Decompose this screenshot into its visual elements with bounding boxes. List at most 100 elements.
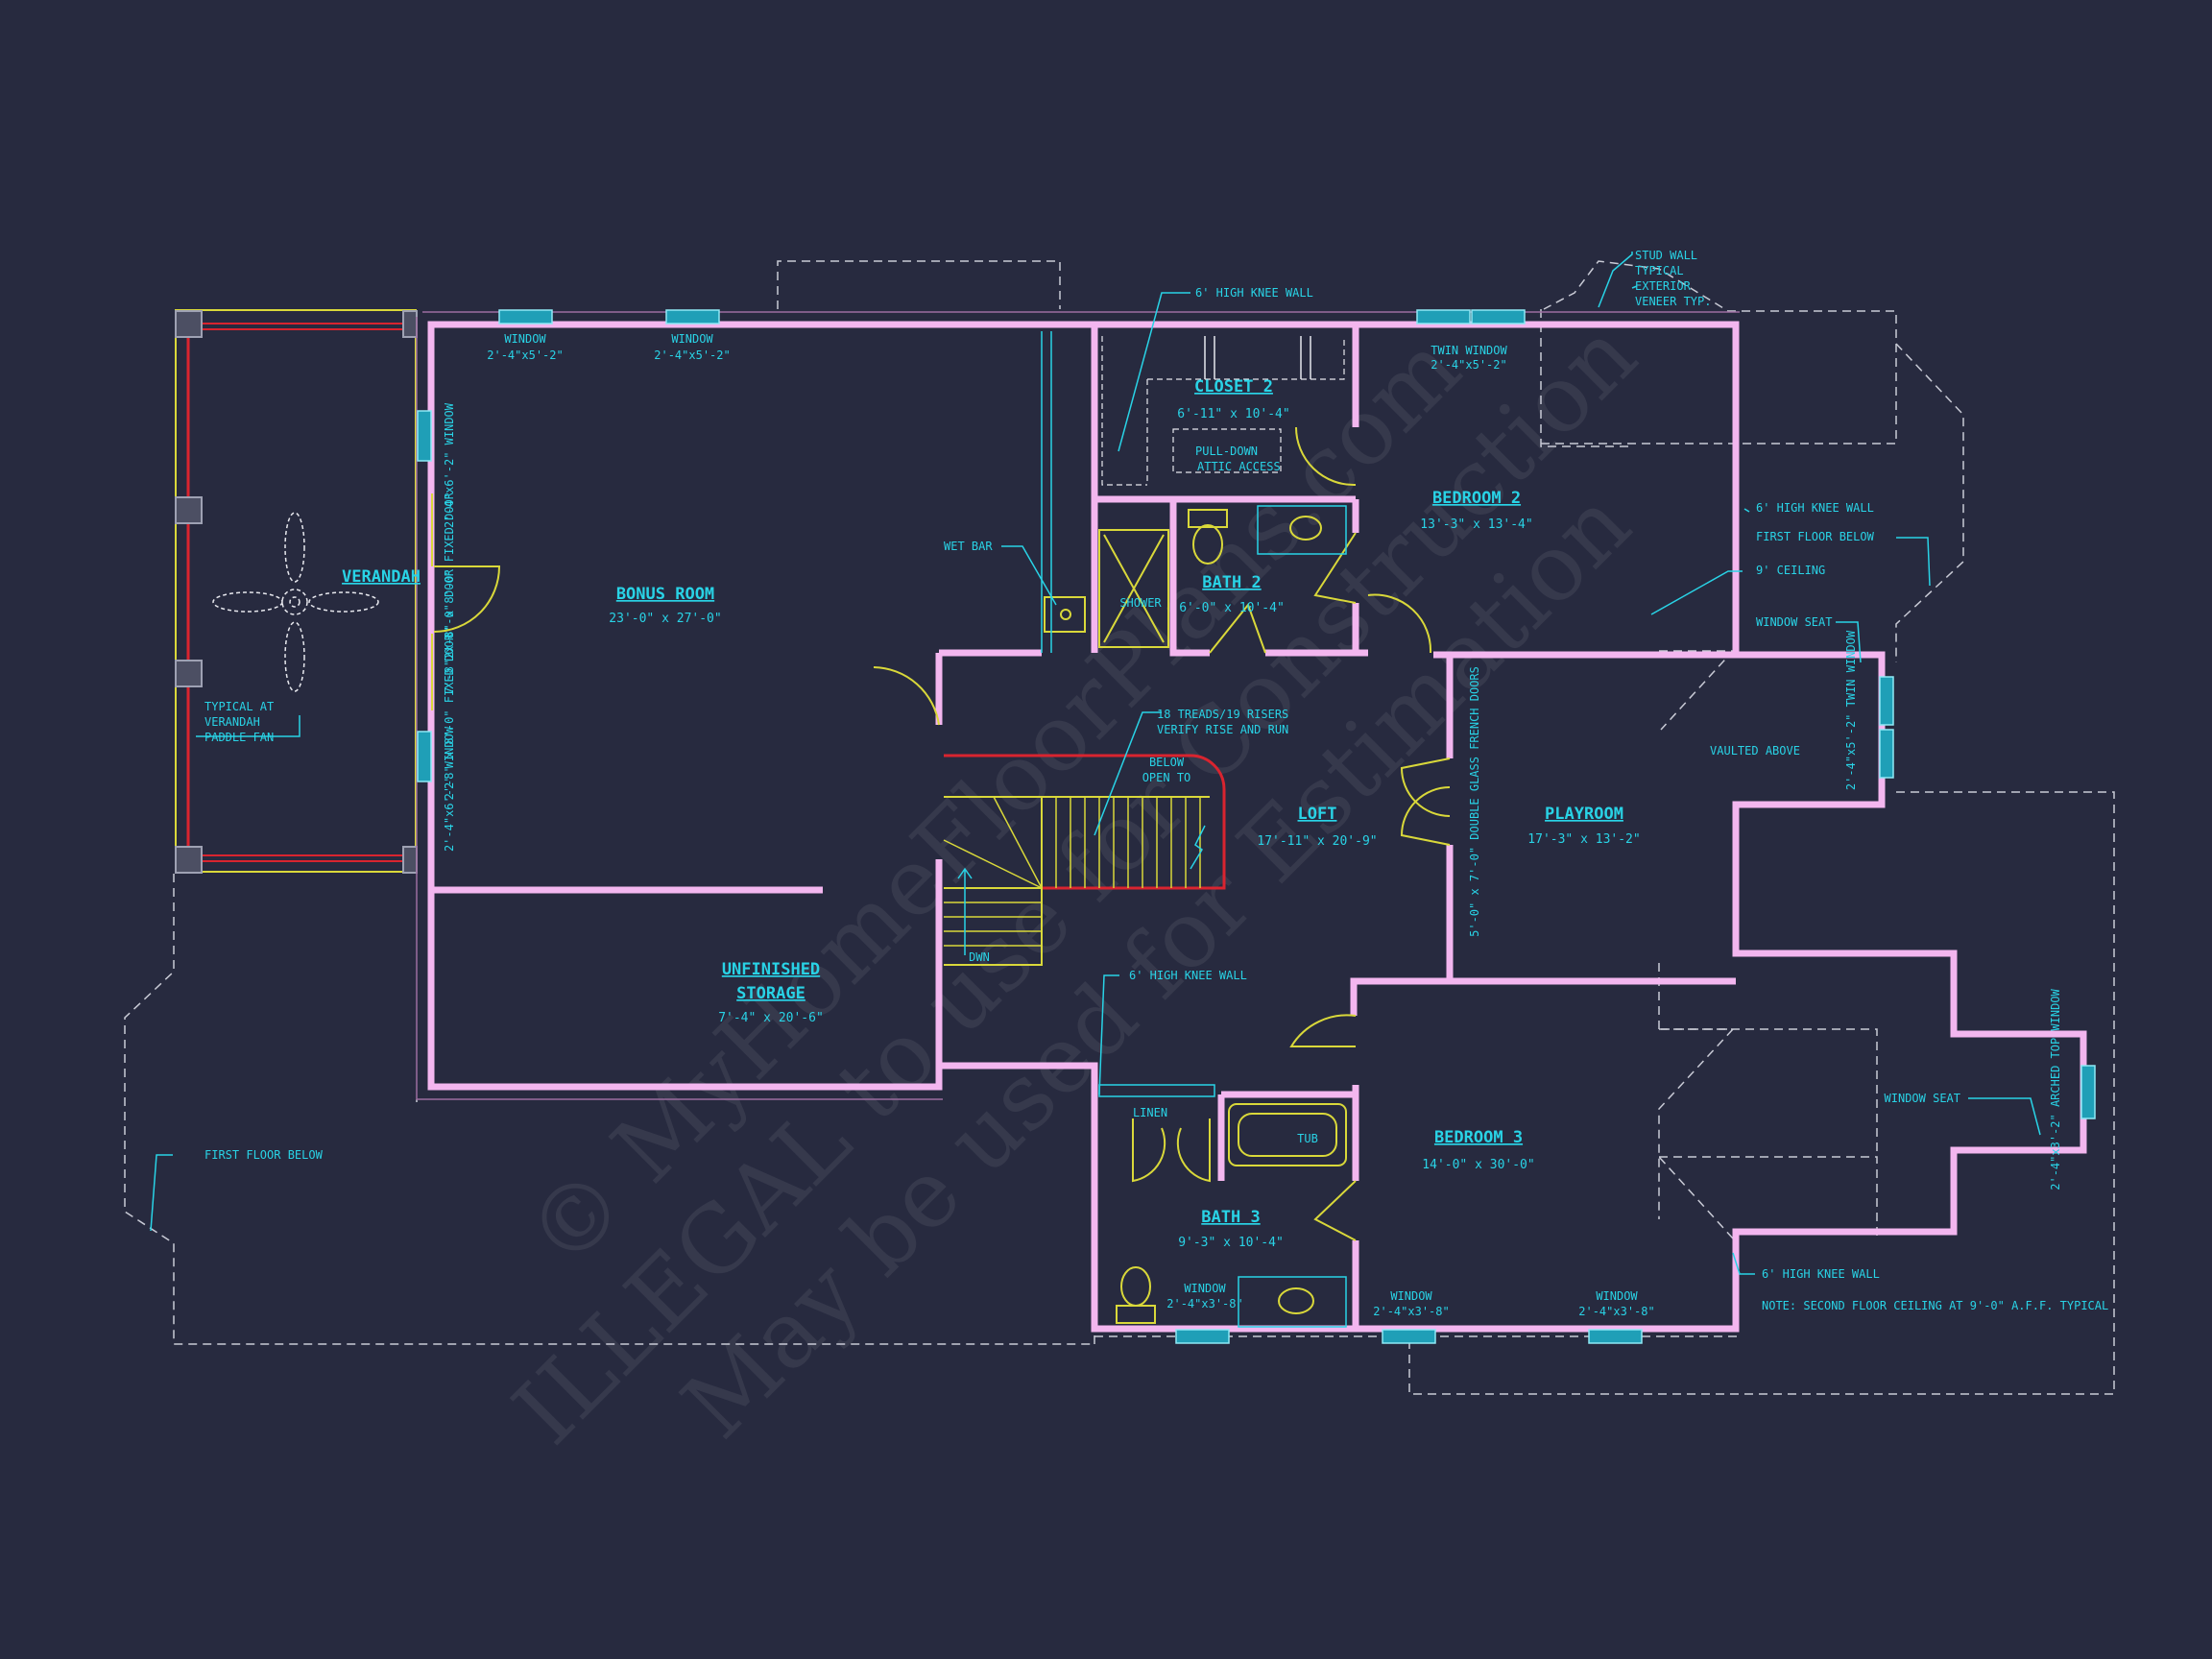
room-name-bedroom-2: BEDROOM 2 bbox=[1432, 489, 1521, 508]
note-knee-wall: 6' HIGH KNEE WALL bbox=[1762, 1267, 1880, 1281]
note-attic-access: ATTIC ACCESS bbox=[1197, 460, 1281, 473]
window-size: 2'-4"x5'-2" bbox=[654, 349, 730, 362]
watermark: © MyHomeFloorPlans.com ILLEGAL to use fo… bbox=[493, 301, 1657, 1465]
note-stud-wall: EXTERIOR bbox=[1635, 279, 1692, 293]
note-stair-treads: VERIFY RISE AND RUN bbox=[1157, 723, 1288, 736]
paddle-fan-icon bbox=[212, 512, 379, 692]
room-dims-bath-2: 6'-0" x 10'-4" bbox=[1179, 601, 1285, 615]
note-shower: SHOWER bbox=[1119, 596, 1162, 610]
window-mark bbox=[2080, 1065, 2096, 1119]
note-stud-wall: STUD WALL bbox=[1635, 249, 1697, 262]
window-label: WINDOW bbox=[1596, 1289, 1638, 1303]
window-label: TWIN WINDOW bbox=[1431, 344, 1507, 357]
window-label: WINDOW bbox=[1184, 1282, 1226, 1295]
window-label: WINDOW bbox=[504, 332, 546, 346]
verandah-post bbox=[175, 660, 203, 687]
room-dims-closet-2: 6'-11" x 10'-4" bbox=[1177, 407, 1289, 421]
room-name-closet-2: CLOSET 2 bbox=[1194, 377, 1273, 397]
window-label-vertical: 2'-4"x6'-2" WINDOW bbox=[443, 726, 456, 852]
verandah-doors bbox=[431, 493, 501, 710]
window-size: 2'-4"x3'-8" bbox=[1166, 1297, 1242, 1310]
note-open-below: BELOW bbox=[1149, 756, 1185, 769]
window-label-vertical: 2'-4"x3'-2" ARCHED TOP WINDOW bbox=[2049, 988, 2062, 1190]
room-name-verandah: VERANDAH bbox=[342, 567, 421, 587]
leader-lines bbox=[150, 252, 2041, 1275]
fixtures bbox=[1044, 336, 1347, 1328]
note-knee-wall: 6' HIGH KNEE WALL bbox=[1756, 501, 1874, 515]
window-mark bbox=[1416, 309, 1471, 325]
room-dims-loft: 17'-11" x 20'-9" bbox=[1257, 834, 1377, 849]
sink-icon bbox=[1278, 1287, 1314, 1314]
note-first-floor: FIRST FLOOR BELOW bbox=[1756, 530, 1875, 543]
window-size: 2'-4"x5'-2" bbox=[487, 349, 563, 362]
note-stud-wall: TYPICAL bbox=[1635, 264, 1684, 277]
note-tub: TUB bbox=[1297, 1132, 1318, 1145]
window-label-vertical: 2'-8" x 8'-0" FIXED DOOR bbox=[443, 492, 456, 659]
window-size: 2'-4"x3'-8" bbox=[1373, 1305, 1449, 1318]
window-mark bbox=[1588, 1329, 1643, 1344]
verandah-post bbox=[175, 496, 203, 524]
door-swings bbox=[873, 426, 1451, 1241]
verandah bbox=[175, 309, 418, 874]
window-label: WINDOW bbox=[671, 332, 713, 346]
window-labels: WINDOW 2'-4"x5'-2" WINDOW 2'-4"x5'-2" TW… bbox=[443, 332, 2062, 1318]
window-mark bbox=[1471, 309, 1526, 325]
window-label: WINDOW bbox=[1390, 1289, 1432, 1303]
room-dims-storage: 7'-4" x 20'-6" bbox=[718, 1011, 824, 1025]
note-knee-wall: 6' HIGH KNEE WALL bbox=[1129, 969, 1247, 982]
verandah-post bbox=[175, 310, 203, 338]
room-dims-bedroom-2: 13'-3" x 13'-4" bbox=[1420, 517, 1532, 532]
room-name-loft: LOFT bbox=[1298, 805, 1337, 824]
window-mark bbox=[417, 410, 432, 462]
toilet-icon bbox=[1116, 1305, 1156, 1324]
interior-walls bbox=[431, 325, 1736, 1329]
room-dims-bedroom-3: 14'-0" x 30'-0" bbox=[1422, 1158, 1534, 1172]
door-label-vertical: 7'-8" x 8'-0" DOOR bbox=[443, 568, 456, 694]
verandah-post bbox=[175, 846, 203, 874]
notes: 6' HIGH KNEE WALL STUD WALL TYPICAL EXTE… bbox=[204, 249, 2108, 1312]
verandah-post bbox=[402, 310, 418, 338]
wet-bar-sink-icon bbox=[1044, 596, 1086, 633]
room-name-playroom: PLAYROOM bbox=[1545, 805, 1623, 824]
room-name-bath-2: BATH 2 bbox=[1202, 573, 1261, 592]
window-label-vertical: 2'-4"x5'-2" TWIN WINDOW bbox=[1844, 630, 1858, 790]
note-ceiling-height: NOTE: SECOND FLOOR CEILING AT 9'-0" A.F.… bbox=[1762, 1299, 2108, 1312]
note-stud-wall: VENEER TYP. bbox=[1635, 295, 1711, 308]
window-mark bbox=[1879, 729, 1894, 779]
window-size: 2'-4"x3'-8" bbox=[1578, 1305, 1654, 1318]
note-paddle-fan: PADDLE FAN bbox=[204, 731, 274, 744]
room-labels: BONUS ROOM 23'-0" x 27'-0" UNFINISHED ST… bbox=[342, 377, 1641, 1250]
note-ceiling: 9' CEILING bbox=[1756, 564, 1825, 577]
window-mark bbox=[498, 309, 553, 325]
window-marks bbox=[417, 309, 2096, 1344]
note-vaulted: VAULTED ABOVE bbox=[1710, 744, 1800, 757]
window-label-vertical: 2'-4"x6'-2" WINDOW bbox=[443, 402, 456, 528]
note-linen: LINEN bbox=[1133, 1106, 1167, 1119]
note-stair-down: DWN bbox=[969, 950, 990, 964]
window-mark bbox=[1382, 1329, 1436, 1344]
note-open-below: OPEN TO bbox=[1142, 771, 1191, 784]
note-window-seat: WINDOW SEAT bbox=[1885, 1092, 1960, 1105]
room-name-bath-3: BATH 3 bbox=[1201, 1208, 1260, 1227]
door-label-vertical: 5'-0" x 7'-0" DOUBLE GLASS FRENCH DOORS bbox=[1468, 666, 1481, 937]
window-mark bbox=[1175, 1329, 1230, 1344]
room-dims-bath-3: 9'-3" x 10'-4" bbox=[1178, 1236, 1284, 1250]
note-paddle-fan: TYPICAL AT bbox=[204, 700, 274, 713]
room-name-storage-1: UNFINISHED bbox=[722, 960, 820, 979]
note-first-floor: FIRST FLOOR BELOW bbox=[204, 1148, 324, 1162]
window-size: 2'-4"x5'-2" bbox=[1431, 358, 1506, 372]
shower-icon bbox=[1098, 529, 1169, 648]
room-dims-bonus-room: 23'-0" x 27'-0" bbox=[609, 612, 721, 626]
note-wet-bar: WET BAR bbox=[944, 540, 993, 553]
sink-icon bbox=[1289, 516, 1322, 541]
watermark-line-2: ILLEGAL to use for Construction bbox=[493, 301, 1657, 1465]
verandah-post bbox=[402, 846, 418, 874]
note-stair-treads: 18 TREADS/19 RISERS bbox=[1157, 708, 1288, 721]
room-name-bedroom-3: BEDROOM 3 bbox=[1434, 1128, 1523, 1147]
window-mark bbox=[665, 309, 720, 325]
toilet-icon bbox=[1188, 509, 1228, 528]
staircase bbox=[943, 754, 1226, 966]
first-floor-outline bbox=[124, 260, 2115, 1395]
window-label-vertical: 2'-8" x 8'-0" FIXED DOOR bbox=[443, 633, 456, 800]
